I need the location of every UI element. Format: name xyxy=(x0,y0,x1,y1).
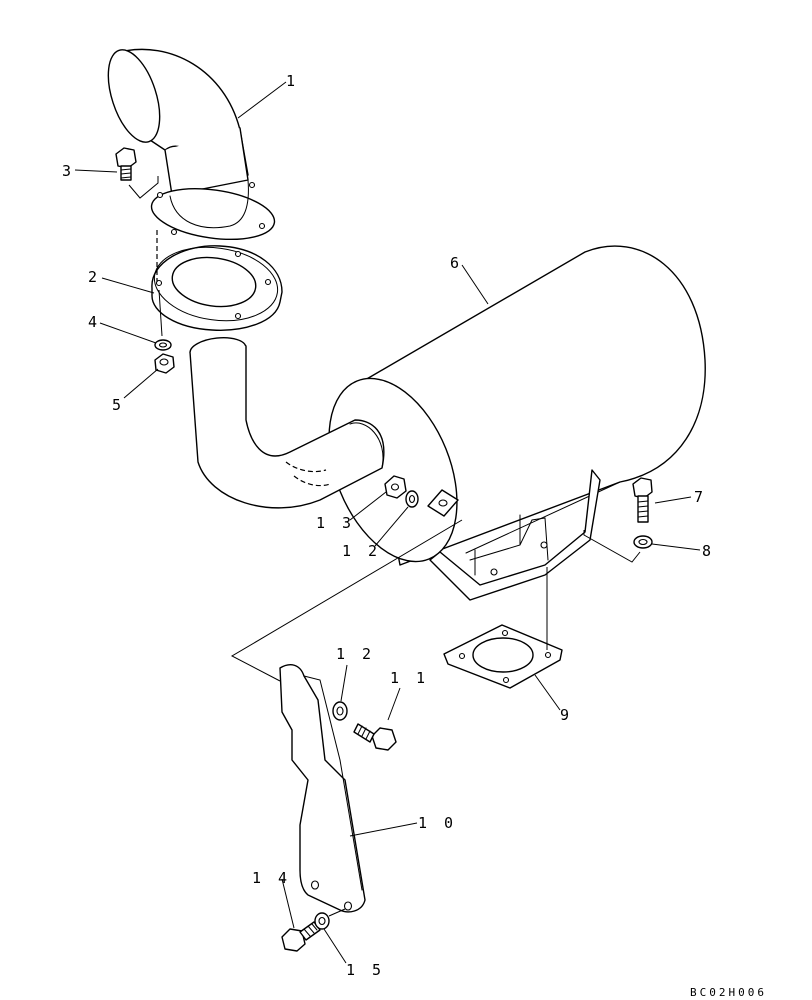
leader-line xyxy=(128,176,159,199)
callout-14: 1 4 xyxy=(252,869,291,887)
callout-4: 4 xyxy=(88,313,101,331)
callout-10: 1 0 xyxy=(418,814,457,832)
exhaust-elbow-stack xyxy=(107,48,276,240)
bolt-11 xyxy=(353,723,397,751)
callout-15: 1 5 xyxy=(346,961,385,979)
flange-gasket xyxy=(151,245,283,331)
callout-7: 7 xyxy=(694,488,707,506)
support-bracket xyxy=(279,664,366,913)
callout-1: 1 xyxy=(286,72,299,90)
callout-9: 9 xyxy=(560,706,573,724)
washer-15 xyxy=(314,912,330,930)
callout-12-upper: 1 2 xyxy=(342,542,381,560)
alignment-line xyxy=(158,289,163,337)
callout-13: 1 3 xyxy=(316,514,355,532)
drawing-code: BC02H006 xyxy=(690,986,767,999)
washer-12-upper xyxy=(405,490,419,508)
callout-6: 6 xyxy=(450,254,463,272)
bolt-14 xyxy=(281,921,321,952)
washer-4 xyxy=(154,339,172,351)
nut-5 xyxy=(154,353,175,374)
bolt-3 xyxy=(115,147,137,181)
callout-5: 5 xyxy=(112,396,125,414)
callout-leaders xyxy=(74,81,701,964)
bolt-7 xyxy=(632,477,653,523)
callout-8: 8 xyxy=(702,542,715,560)
callout-2: 2 xyxy=(88,268,101,286)
mounting-gasket xyxy=(443,624,563,689)
callout-12-lower: 1 2 xyxy=(336,645,375,663)
inlet-pipe xyxy=(189,337,385,509)
callout-3: 3 xyxy=(62,162,75,180)
leader-line xyxy=(328,908,346,917)
washer-8 xyxy=(633,535,653,549)
leader-line xyxy=(583,530,641,563)
callout-11: 1 1 xyxy=(390,669,429,687)
nut-13 xyxy=(384,475,407,499)
leader-line xyxy=(230,519,463,682)
washer-12-lower xyxy=(332,701,348,721)
